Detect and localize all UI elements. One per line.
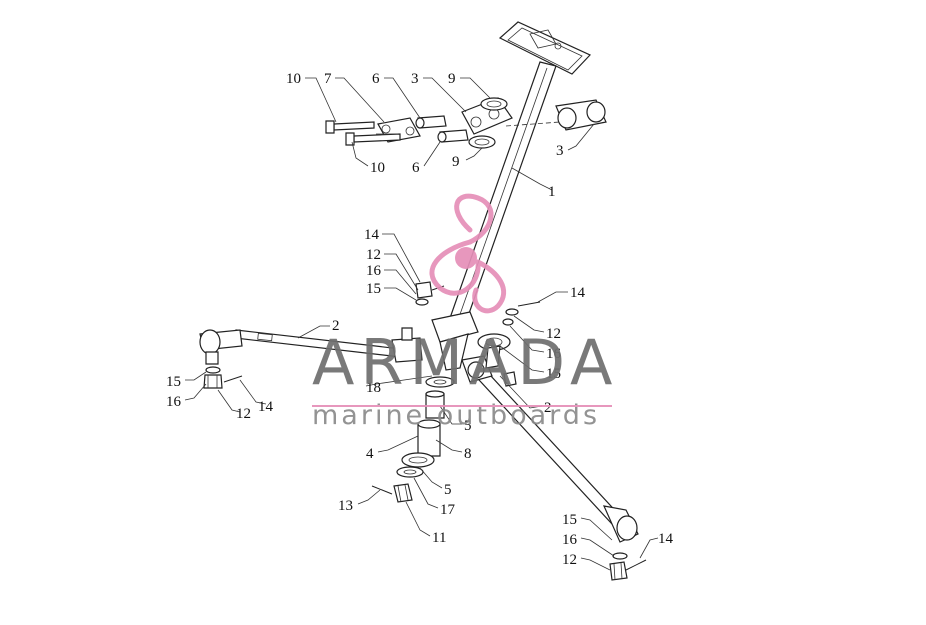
callout-label: 13 xyxy=(338,498,353,514)
callout-label: 11 xyxy=(432,530,446,546)
callout-label: 6 xyxy=(412,160,420,176)
callout-label: 14 xyxy=(570,285,586,301)
callout-label: 3 xyxy=(556,143,564,159)
steering-column xyxy=(431,21,592,371)
watermark: ARMADA marine outboards xyxy=(312,193,618,431)
callout-label: 15 xyxy=(166,374,181,390)
callout-label: 4 xyxy=(366,446,374,462)
clamp-assembly xyxy=(325,97,607,149)
callout-label: 1 xyxy=(548,184,556,200)
callout-label: 6 xyxy=(372,71,380,87)
callout-label: 14 xyxy=(364,227,380,243)
callout-label: 14 xyxy=(258,399,274,415)
callout-label: 3 xyxy=(411,71,419,87)
callout-label: 8 xyxy=(464,446,472,462)
callout-label: 9 xyxy=(448,71,456,87)
callout-label: 14 xyxy=(658,531,674,547)
callout-label: 16 xyxy=(366,263,382,279)
callout-label: 12 xyxy=(236,406,251,422)
callout-label: 10 xyxy=(370,160,385,176)
brand-name: ARMADA xyxy=(312,326,618,399)
callout-label: 16 xyxy=(166,394,182,410)
callout-labels: 1 2 2 3 3 4 5 5 6 6 7 8 9 9 10 10 11 12 … xyxy=(166,71,674,568)
callout-label: 9 xyxy=(452,154,460,170)
callout-label: 15 xyxy=(562,512,577,528)
callout-label: 12 xyxy=(366,247,381,263)
callout-label: 2 xyxy=(332,318,340,334)
tie-rod-left xyxy=(199,327,423,389)
brand-tagline: marine outboards xyxy=(312,400,600,431)
callout-label: 5 xyxy=(444,482,452,498)
callout-label: 18 xyxy=(366,380,381,396)
tie-rod-right xyxy=(461,355,647,581)
callout-label: 7 xyxy=(324,71,332,87)
callout-label: 12 xyxy=(546,326,561,342)
callout-label: 10 xyxy=(286,71,301,87)
callout-label: 17 xyxy=(440,502,456,518)
callout-label: 16 xyxy=(546,346,562,362)
callout-label: 5 xyxy=(464,418,472,434)
callout-label: 15 xyxy=(366,281,381,297)
callout-label: 12 xyxy=(562,552,577,568)
propeller-logo-icon xyxy=(429,193,506,314)
callout-label: 15 xyxy=(546,366,561,382)
callout-label: 2 xyxy=(544,400,552,416)
callout-label: 16 xyxy=(562,532,578,548)
pivot-hardware-right xyxy=(477,301,541,369)
